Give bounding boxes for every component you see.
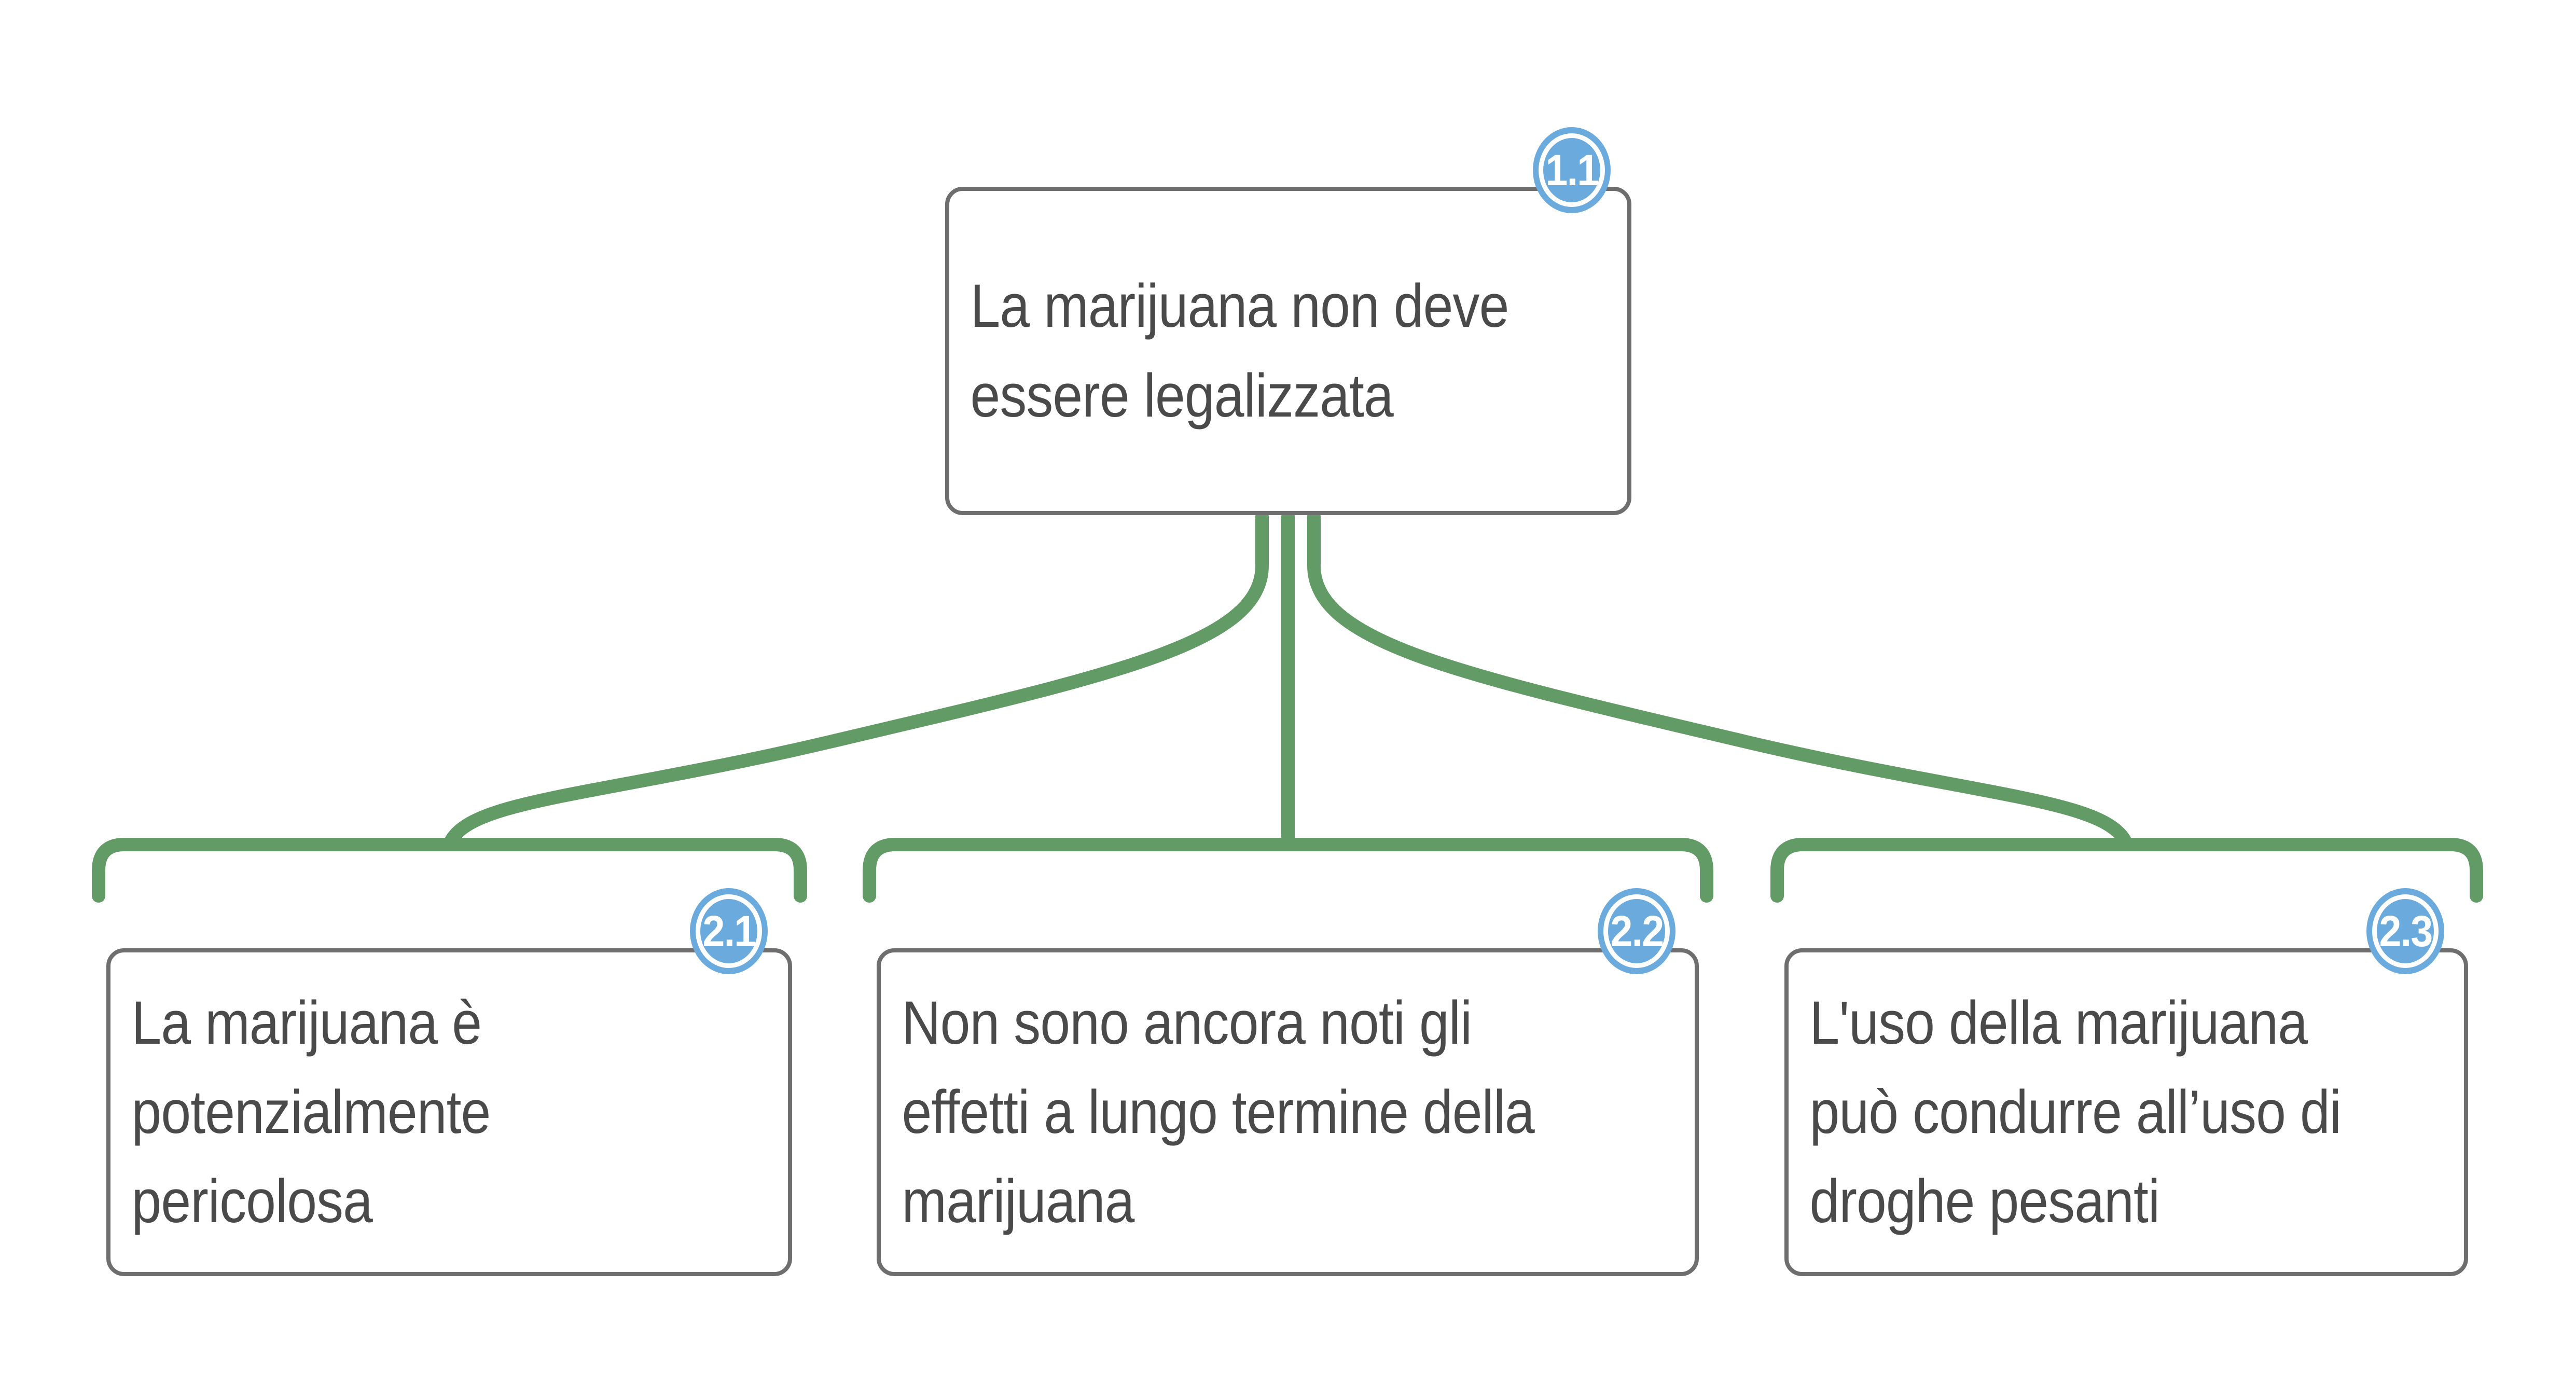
badge-2-2[interactable]: 2.2: [1598, 888, 1675, 974]
badge-2-1-label: 2.1: [702, 907, 756, 956]
node-root-1-1[interactable]: La marijuana non deve essere legalizzata: [945, 187, 1631, 515]
badge-1-1-label: 1.1: [1545, 146, 1599, 195]
node-child-2-2[interactable]: Non sono ancora noti gli effetti a lungo…: [877, 948, 1699, 1276]
bracket-2-2: [863, 838, 1713, 903]
node-child-2-3[interactable]: L'uso della marijuana può condurre all’u…: [1784, 948, 2468, 1276]
edge-root-to-2-3: [1307, 510, 2134, 851]
badge-2-2-label: 2.2: [1610, 907, 1664, 956]
badge-2-3[interactable]: 2.3: [2366, 888, 2444, 974]
badge-1-1[interactable]: 1.1: [1533, 127, 1611, 213]
badge-2-1[interactable]: 2.1: [690, 888, 768, 974]
node-child-2-1[interactable]: La marijuana è potenzialmente pericolosa: [106, 948, 792, 1276]
bracket-2-3: [1770, 838, 2483, 903]
badge-2-3-label: 2.3: [2379, 907, 2433, 956]
edge-root-to-2-1: [442, 510, 1269, 851]
node-child-2-2-text: Non sono ancora noti gli effetti a lungo…: [902, 988, 1534, 1236]
badge-1-1-ring: [1539, 133, 1605, 207]
node-child-2-3-text: L'uso della marijuana può condurre all’u…: [1809, 988, 2342, 1236]
bracket-2-1: [92, 838, 807, 903]
node-child-2-1-text: La marijuana è potenzialmente pericolosa: [131, 988, 491, 1236]
node-root-1-1-text: La marijuana non deve essere legalizzata: [970, 272, 1509, 430]
